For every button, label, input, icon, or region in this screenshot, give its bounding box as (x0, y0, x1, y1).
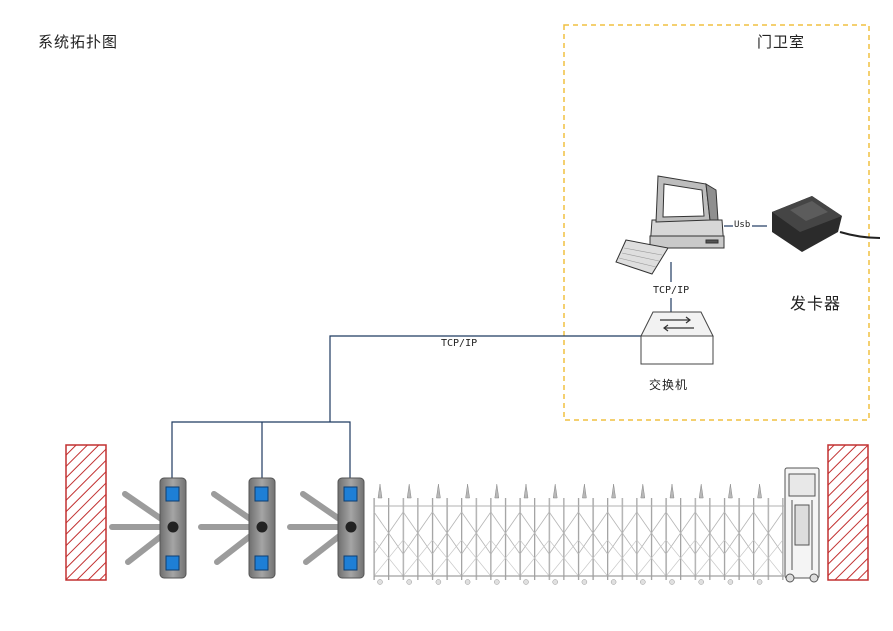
card-reader-icon (772, 196, 881, 252)
turnstile-3 (287, 477, 365, 579)
page-title: 系统拓扑图 (38, 33, 119, 51)
card-issuer-label: 发卡器 (790, 294, 842, 313)
network-switch (640, 311, 714, 365)
gate-indicator-bottom (165, 555, 180, 571)
computer-icon (615, 175, 725, 275)
pc-switch-link-label: TCP/IP (653, 285, 690, 296)
gate-rotor (256, 521, 268, 533)
gate-motor-head (784, 467, 820, 583)
turnstile-2 (198, 477, 276, 579)
switch-label: 交换机 (649, 378, 689, 392)
guard-room-label: 门卫室 (757, 33, 806, 51)
gate-indicator-top (165, 486, 180, 502)
retractable-gate (373, 483, 784, 585)
network-lines (171, 225, 767, 480)
turnstile-1 (109, 477, 187, 579)
switch-gate-link-label: TCP/IP (441, 338, 478, 349)
usb-link-label: Usb (734, 220, 751, 230)
gate-rotor (345, 521, 357, 533)
gate-indicator-bottom (254, 555, 269, 571)
gate-indicator-top (343, 486, 358, 502)
gate-indicator-bottom (343, 555, 358, 571)
gate-rotor (167, 521, 179, 533)
gate-indicator-top (254, 486, 269, 502)
left-wall (65, 444, 107, 581)
right-wall (827, 444, 869, 581)
